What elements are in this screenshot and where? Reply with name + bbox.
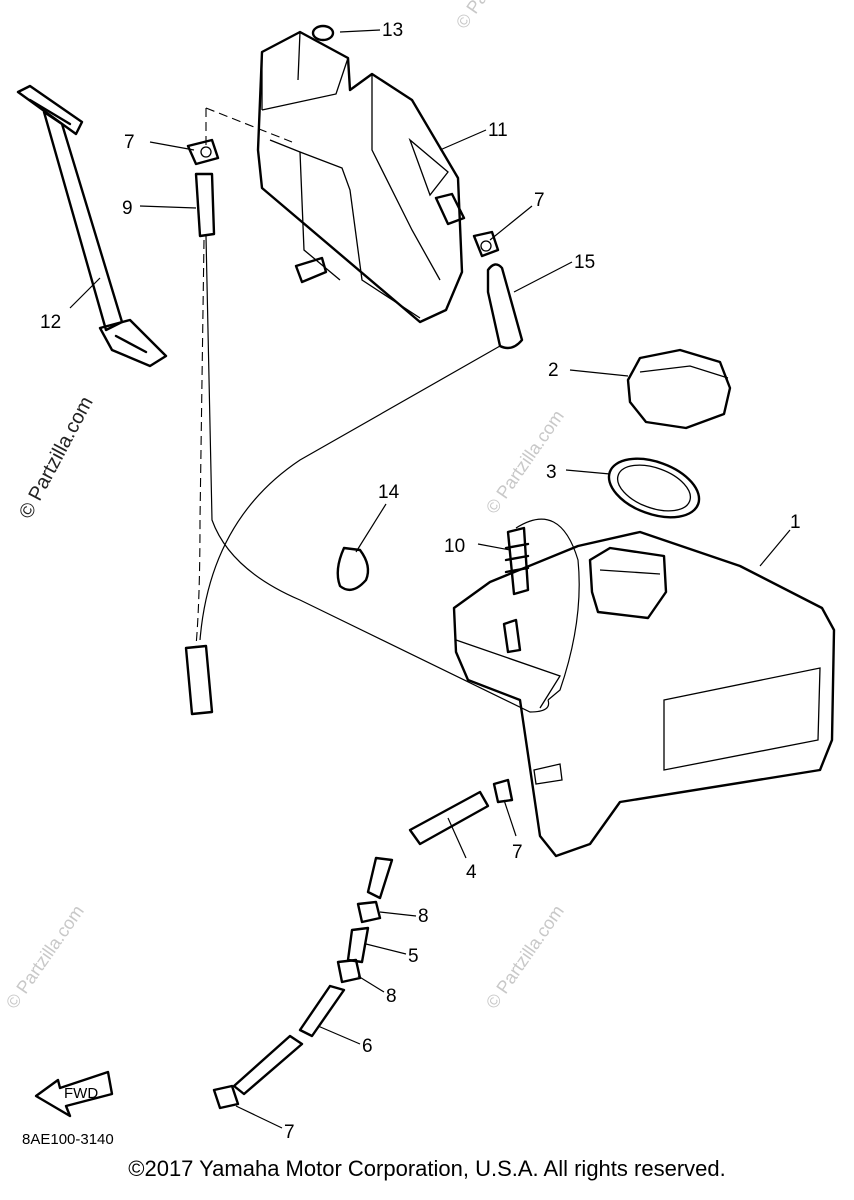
watermark-lower-right: © Partzilla.com [482, 901, 568, 1012]
hose-part-6-lower [232, 1034, 304, 1096]
callout-5: 5 [408, 946, 419, 967]
callout-7-bottom: 7 [284, 1122, 295, 1143]
hose-part-6 [298, 984, 346, 1038]
hose-part-15 [486, 263, 524, 350]
callout-8-upper: 8 [418, 906, 429, 927]
fwd-arrow-icon: FWD [34, 1070, 114, 1118]
routing-line-left-hose [195, 239, 205, 647]
clamp-part-7-upper-left [186, 138, 220, 166]
routing-line-breather [515, 518, 580, 701]
hose-part-4 [408, 790, 490, 846]
callout-9: 9 [122, 198, 133, 219]
joint-part-5 [346, 926, 370, 964]
callout-4: 4 [466, 862, 477, 883]
callout-12: 12 [40, 312, 61, 333]
watermark-left: © Partzilla.com [15, 393, 98, 522]
callout-13: 13 [382, 20, 403, 41]
clamp-part-7-mid [492, 778, 514, 804]
cap-part-13 [311, 24, 335, 42]
callout-11: 11 [488, 120, 508, 141]
clip-part-14 [336, 546, 370, 592]
callout-1: 1 [790, 512, 801, 533]
hose-part-9 [194, 172, 216, 238]
callout-14: 14 [378, 482, 400, 503]
copyright-notice: ©2017 Yamaha Motor Corporation, U.S.A. A… [128, 1156, 726, 1181]
filler-cap-part-2 [626, 348, 732, 430]
callout-7-upper-right: 7 [534, 190, 545, 211]
diagram-code: 8AE100-3140 [22, 1131, 114, 1148]
gasket-part-3 [607, 457, 701, 519]
callout-10: 10 [444, 536, 465, 557]
routing-line-main [199, 235, 550, 713]
callouts: 13 7 11 9 7 15 12 2 3 14 10 1 4 7 8 5 8 [40, 20, 801, 1143]
callout-8-lower: 8 [386, 986, 397, 1007]
reservoir-tank-part-11 [256, 30, 466, 324]
clamp-part-8-upper [356, 900, 382, 924]
callout-6: 6 [362, 1036, 373, 1057]
watermark-lower-left: © Partzilla.com [2, 901, 88, 1012]
watermark-top: © Partzilla.com [452, 0, 538, 32]
callout-7-upper-left: 7 [124, 132, 135, 153]
routing-line-reservoir [205, 107, 293, 146]
callout-15: 15 [574, 252, 595, 273]
fitting-part-10 [504, 526, 530, 596]
clamp-part-8-lower [336, 958, 362, 984]
clamp-part-7-bottom [212, 1084, 240, 1110]
fwd-label: FWD [64, 1085, 98, 1102]
fuel-tank-part-1 [452, 530, 836, 858]
callout-3: 3 [546, 462, 557, 483]
clamp-part-7-upper-right [472, 230, 500, 258]
hose-piece-left [184, 644, 214, 716]
strap-part-12 [16, 84, 168, 368]
callout-2: 2 [548, 360, 559, 381]
callout-7-mid: 7 [512, 842, 523, 863]
hose-part-4-end [366, 856, 394, 900]
